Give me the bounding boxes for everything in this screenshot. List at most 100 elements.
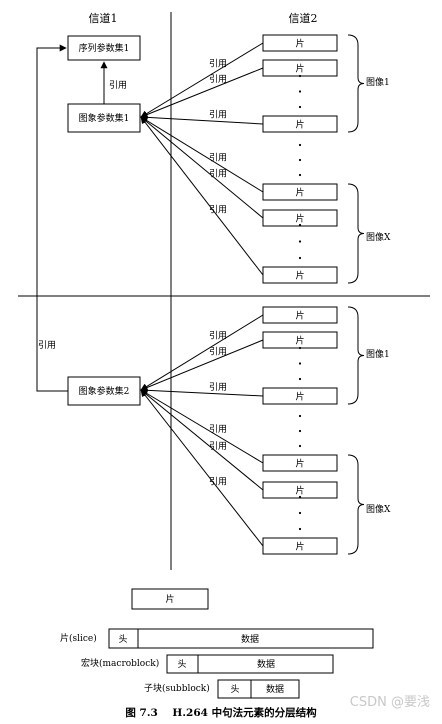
pps2-to-sps-arrow	[36, 44, 68, 392]
ellipsis-dot	[298, 527, 302, 531]
slice-ref-label: 引用	[209, 74, 227, 85]
slice-reference-arrow	[140, 389, 264, 547]
ellipsis-dot	[298, 74, 302, 78]
pictureX-label-bottom: 图像X	[366, 503, 391, 515]
pps2-label: 图象参数集2	[79, 385, 130, 397]
slice-box	[262, 34, 338, 52]
slice-box	[262, 266, 338, 284]
slice-box-label: 片	[295, 335, 304, 347]
slice-reference-arrow	[140, 339, 264, 391]
slice-ref-label: 引用	[209, 169, 227, 180]
ellipsis-dot	[298, 143, 302, 147]
slice-box-label: 片	[295, 187, 304, 199]
slice-box	[262, 537, 338, 555]
ellipsis-dot	[298, 414, 302, 418]
slice-box-label: 片	[295, 63, 304, 75]
slice-row-label: 片(slice)	[60, 632, 97, 644]
channel1-header: 信道1	[89, 11, 118, 25]
ellipsis-dot	[298, 429, 302, 433]
ellipsis-dots	[298, 74, 302, 531]
sub-row-data: 数据	[266, 683, 284, 695]
slice-ref-label: 引用	[209, 382, 227, 393]
detail-slice-box-label: 片	[165, 593, 174, 605]
mb-row-data: 数据	[257, 658, 275, 670]
sps-label: 序列参数集1	[79, 42, 130, 54]
pictureX-label-top: 图像X	[366, 231, 391, 243]
slice-reference-arrow	[140, 116, 264, 276]
slice-reference-arrow	[140, 116, 264, 219]
sub-row-box	[217, 679, 300, 699]
slice-box-label: 片	[295, 310, 304, 322]
slice-ref-label: 引用	[209, 346, 227, 357]
slice-ref-label: 引用	[209, 424, 227, 435]
slice-reference-arrow	[140, 389, 264, 464]
slice-row-head: 头	[118, 634, 127, 645]
slice-reference-arrow	[140, 386, 264, 397]
ellipsis-dot	[298, 173, 302, 177]
slice-box-label: 片	[295, 270, 304, 282]
slice-reference-arrow	[140, 42, 264, 118]
watermark: CSDN @要浅	[350, 695, 430, 710]
slice-box	[262, 115, 338, 133]
picture-braces	[347, 34, 365, 555]
slice-arrows	[140, 42, 264, 547]
slice-box-label: 片	[295, 458, 304, 470]
slice-ref-label: 引用	[209, 477, 227, 488]
mb-row-box	[166, 654, 334, 674]
pps1-ref-label: 引用	[109, 80, 127, 91]
ellipsis-dot	[298, 158, 302, 162]
ellipsis-dot	[298, 256, 302, 260]
ellipsis-dot	[298, 511, 302, 515]
picture1-label-top: 图像1	[366, 76, 390, 88]
slice-reference-arrow	[140, 67, 264, 118]
detail-slice-box	[131, 588, 209, 610]
slice-row-data: 数据	[241, 633, 259, 645]
slice-ref-label: 引用	[209, 58, 227, 69]
slice-box	[262, 387, 338, 405]
slice-box-label: 片	[295, 485, 304, 497]
slice-reference-arrow	[140, 113, 264, 125]
ellipsis-dot	[298, 105, 302, 109]
ellipsis-dot	[298, 377, 302, 381]
slice-ref-label: 引用	[209, 441, 227, 452]
picture-brace	[347, 306, 365, 405]
picture-brace	[347, 454, 365, 555]
slice-reference-arrow	[140, 116, 264, 193]
sub-row-head: 头	[230, 684, 239, 695]
slice-ref-label: 引用	[209, 109, 227, 120]
picture1-label-bottom: 图像1	[366, 348, 390, 360]
sps-box	[67, 35, 141, 61]
sub-row-label: 子块(subblock)	[144, 682, 210, 694]
mb-row-head: 头	[177, 659, 186, 670]
slice-row-box	[108, 628, 374, 649]
slice-box-label: 片	[295, 213, 304, 225]
ellipsis-dot	[298, 362, 302, 365]
ellipsis-dot	[298, 444, 302, 448]
figure-caption: 图 7.3 H.264 中句法元素的分层结构	[125, 706, 317, 719]
picture-brace	[347, 183, 365, 284]
pps1-label: 图象参数集1	[79, 112, 130, 124]
slice-box-label: 片	[295, 119, 304, 131]
ellipsis-dot	[298, 223, 302, 227]
mb-row-label: 宏块(macroblock)	[81, 657, 159, 669]
ellipsis-dot	[298, 90, 302, 93]
ellipsis-dot	[298, 495, 302, 499]
pps2-ref-label: 引用	[38, 340, 56, 351]
picture-brace	[347, 34, 365, 133]
slice-ref-label: 引用	[209, 331, 227, 342]
slice-ref-label: 引用	[209, 205, 227, 216]
ellipsis-dot	[298, 240, 302, 243]
slice-box	[262, 183, 338, 201]
slice-box-label: 片	[295, 38, 304, 50]
slice-reference-arrow	[140, 314, 264, 391]
ellipsis-dot	[298, 346, 302, 350]
channel2-header: 信道2	[289, 11, 318, 25]
slice-box-label: 片	[295, 541, 304, 553]
slice-reference-arrow	[140, 389, 264, 491]
slice-ref-label: 引用	[209, 152, 227, 163]
slice-box	[262, 454, 338, 472]
slice-box-label: 片	[295, 391, 304, 403]
